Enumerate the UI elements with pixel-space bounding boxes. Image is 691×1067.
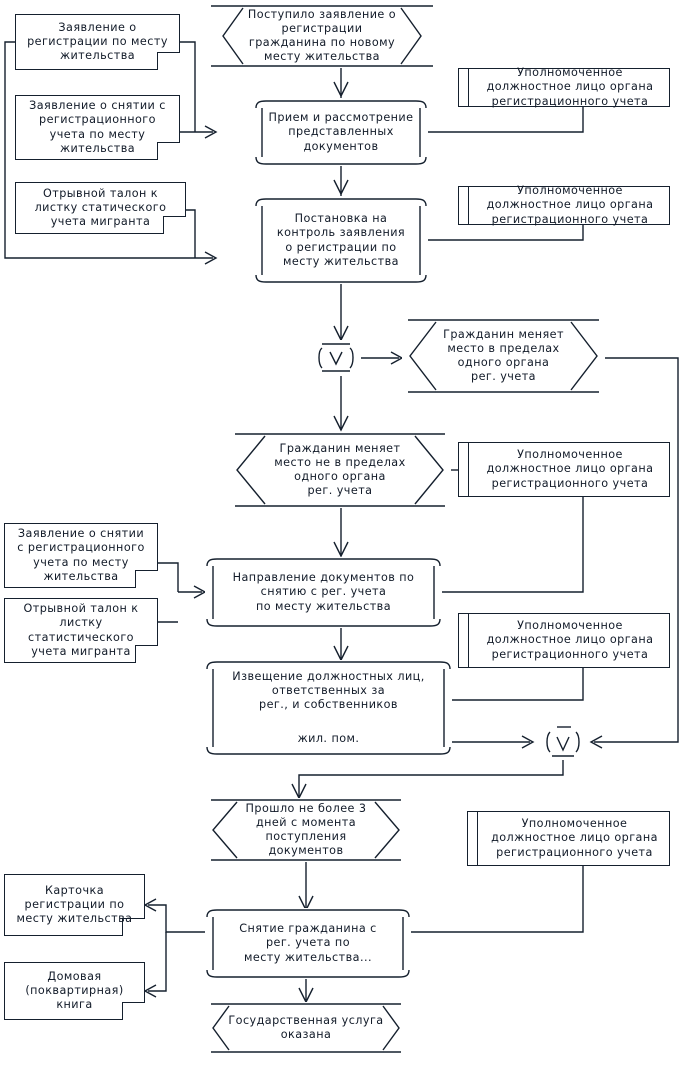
process-deregister-citizen-label: Снятие гражданина с рег. учета по месту … <box>239 922 377 964</box>
document-registration-card-label: Карточка регистрации по месту жительства <box>16 883 133 926</box>
process-notify-officials: Извещение должностных лиц, ответственных… <box>205 660 452 756</box>
junction-top <box>311 340 361 376</box>
document-deregistration-application-2: Заявление о снятии с регистрационного уч… <box>4 523 159 589</box>
hexagon-shape <box>211 5 433 67</box>
document-fold-notch <box>157 142 181 161</box>
document-migrant-coupon-bottom-label: Отрывной талон к листку статистического … <box>23 602 139 658</box>
process-send-documents: Направление документов по снятию с рег. … <box>205 557 442 628</box>
decision-same-authority-label: Гражданин меняет место в пределах одного… <box>443 327 564 384</box>
hexagon-shape <box>235 433 445 507</box>
document-house-book-label: Домовая (поквартирная) книга <box>25 969 124 1012</box>
document-migrant-coupon-top: Отрывной талон к листку статического уче… <box>15 182 187 235</box>
process-intake: Прием и рассмотрение представленных доку… <box>254 99 428 166</box>
document-registration-application: Заявление о регистрации по месту жительс… <box>15 14 181 71</box>
document-fold-notch <box>122 1002 146 1021</box>
role-official-4-label: Уполномоченное должностное лицо органа р… <box>486 619 654 661</box>
junction-shape <box>546 731 580 757</box>
terminator-end: Государственная услуга оказана <box>205 1002 407 1054</box>
document-deregistration-application-label: Заявление о снятии с регистрационного уч… <box>29 99 166 155</box>
role-official-2-label: Уполномоченное должностное лицо органа р… <box>486 184 654 226</box>
document-deregistration-application-2-label: Заявление о снятии с регистрационного уч… <box>17 527 145 583</box>
document-house-book: Домовая (поквартирная) книга <box>4 962 146 1021</box>
process-shape <box>255 198 427 283</box>
document-fold-notch <box>135 570 159 589</box>
document-fold-notch <box>163 216 187 235</box>
process-deregister-citizen: Снятие гражданина с рег. учета по месту … <box>205 908 411 979</box>
role-inner-bar <box>477 810 478 867</box>
process-shape <box>206 661 451 755</box>
role-inner-bar <box>468 67 469 108</box>
process-control-registration: Постановка на контроль заявления о регис… <box>254 197 428 284</box>
process-notify-officials-label-2: жил. пом. <box>297 731 360 745</box>
role-official-3-label: Уполномоченное должностное лицо органа р… <box>486 448 654 490</box>
role-official-1: Уполномоченное должностное лицо органа р… <box>458 66 670 108</box>
role-official-3: Уполномоченное должностное лицо органа р… <box>458 441 670 498</box>
role-official-5-label: Уполномоченное должностное лицо органа р… <box>491 817 658 859</box>
junction-shape <box>318 343 354 372</box>
hexagon-shape <box>211 799 401 861</box>
junction-right <box>538 728 588 760</box>
role-official-4: Уполномоченное должностное лицо органа р… <box>458 612 670 669</box>
process-shape <box>206 558 441 627</box>
hexagon-shape <box>408 319 599 393</box>
process-notify-officials-label: Извещение должностных лиц, ответственных… <box>232 670 425 712</box>
document-deregistration-application: Заявление о снятии с регистрационного уч… <box>15 95 181 161</box>
document-fold-notch <box>157 52 181 71</box>
process-intake-label: Прием и рассмотрение представленных доку… <box>268 111 414 153</box>
dash-mark <box>556 722 572 732</box>
process-send-documents-label: Направление документов по снятию с рег. … <box>232 571 415 613</box>
process-control-registration-label: Постановка на контроль заявления о регис… <box>276 212 406 268</box>
terminator-end-label: Государственная услуга оказана <box>228 1013 384 1041</box>
process-shape <box>206 909 410 978</box>
role-inner-bar <box>468 441 469 498</box>
hexagon-shape <box>211 1003 401 1053</box>
document-fold-notch <box>122 918 146 937</box>
document-registration-application-label: Заявление о регистрации по месту жительс… <box>27 20 168 63</box>
terminator-start-label: Поступило заявление о регистрации гражда… <box>247 7 397 64</box>
decision-three-days: Прошло не более 3 дней с момента поступл… <box>205 798 407 862</box>
document-registration-card: Карточка регистрации по месту жительства <box>4 874 146 937</box>
role-inner-bar <box>468 185 469 226</box>
decision-same-authority: Гражданин меняет место в пределах одного… <box>402 318 605 394</box>
role-official-2: Уполномоченное должностное лицо органа р… <box>458 184 670 226</box>
decision-other-authority: Гражданин меняет место не в пределах одн… <box>229 432 451 508</box>
dash-icon <box>557 726 571 728</box>
role-official-1-label: Уполномоченное должностное лицо органа р… <box>486 66 654 108</box>
decision-three-days-label: Прошло не более 3 дней с момента поступл… <box>245 801 367 858</box>
role-inner-bar <box>468 612 469 669</box>
decision-other-authority-label: Гражданин меняет место не в пределах одн… <box>274 441 406 498</box>
document-migrant-coupon-top-label: Отрывной талон к листку статического уче… <box>34 186 167 229</box>
terminator-start: Поступило заявление о регистрации гражда… <box>207 4 437 68</box>
document-migrant-coupon-bottom: Отрывной талон к листку статистического … <box>4 598 159 664</box>
role-official-5: Уполномоченное должностное лицо органа р… <box>467 810 670 867</box>
process-shape <box>255 100 427 165</box>
document-fold-notch <box>135 645 159 664</box>
